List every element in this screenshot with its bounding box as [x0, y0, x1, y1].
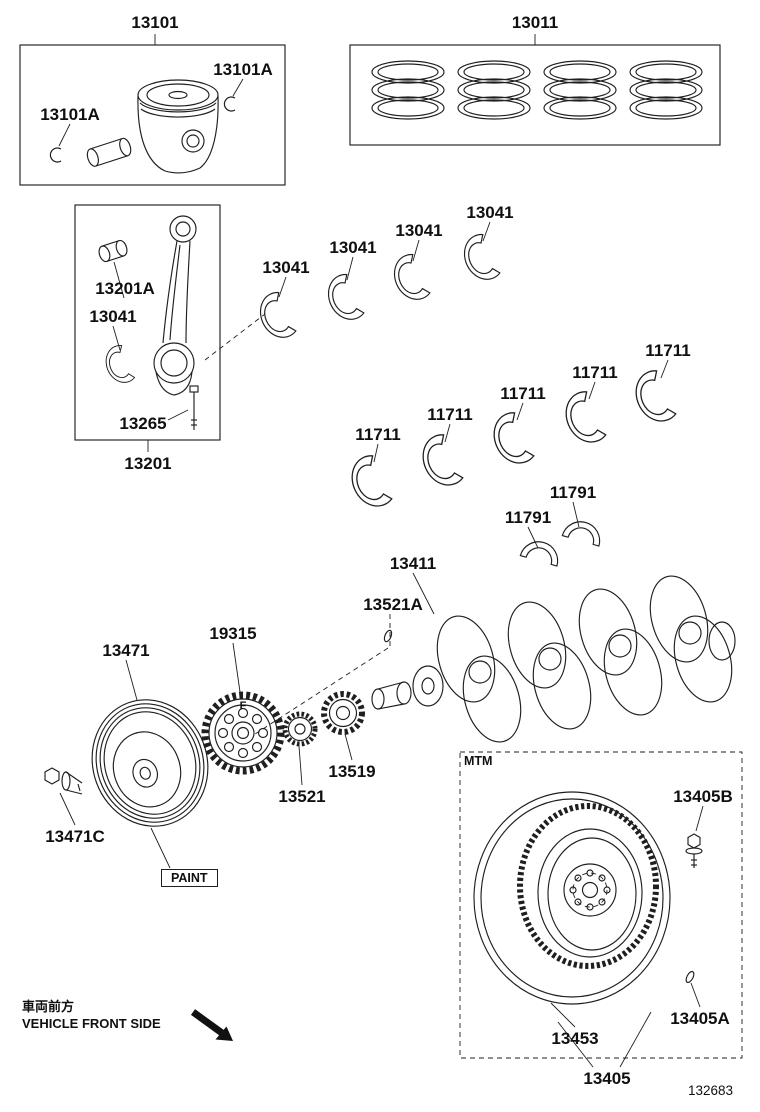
- part-label-13471c[interactable]: 13471C: [45, 827, 105, 846]
- part-label-11711-1[interactable]: 11711: [355, 425, 401, 444]
- part-label-11711-2[interactable]: 11711: [427, 405, 473, 424]
- pulley-bolt-drawing: [44, 767, 83, 795]
- part-label-13411[interactable]: 13411: [389, 554, 437, 573]
- part-label-13405b[interactable]: 13405B: [673, 787, 733, 806]
- part-label-13041-0[interactable]: 13041: [89, 307, 137, 326]
- part-label-13041-4[interactable]: 13041: [466, 203, 514, 222]
- ring-group: [371, 60, 445, 120]
- part-label-13011[interactable]: 13011: [511, 13, 559, 32]
- part-label-11791-1[interactable]: 11791: [504, 508, 552, 527]
- part-label-13201[interactable]: 13201: [124, 454, 172, 473]
- pulley-drawing: [91, 699, 209, 827]
- part-label-13265[interactable]: 13265: [119, 414, 167, 433]
- part-label-13101a-2[interactable]: 13101A: [40, 105, 100, 124]
- part-label-11711-5[interactable]: 11711: [645, 341, 691, 360]
- piston-assembly-drawing: [19, 44, 286, 186]
- vehicle-front-arrow: [190, 1009, 233, 1041]
- part-label-11791-2[interactable]: 11791: [549, 483, 597, 502]
- crankshaft-drawing: [371, 575, 736, 743]
- part-label-13471[interactable]: 13471: [102, 641, 150, 660]
- part-label-13405a[interactable]: 13405A: [670, 1009, 730, 1028]
- part-label-13041-1[interactable]: 13041: [262, 258, 310, 277]
- part-label-11711-3[interactable]: 11711: [500, 384, 546, 403]
- mtm-label: MTM: [464, 754, 493, 768]
- ring-group: [457, 60, 531, 120]
- part-label-13041-3[interactable]: 13041: [395, 221, 443, 240]
- flywheel-drawing: [459, 751, 743, 1059]
- piston-ring-set-drawing: [349, 44, 721, 146]
- rod-bearings-drawing: [252, 232, 502, 345]
- vehicle-front-jp: 車両前方: [22, 999, 75, 1014]
- part-label-13521[interactable]: 13521: [278, 787, 326, 806]
- part-label-19315[interactable]: 19315: [209, 624, 257, 643]
- part-label-11711-4[interactable]: 11711: [572, 363, 618, 382]
- connecting-rod-drawing: [74, 204, 221, 441]
- gear-13521-drawing: [282, 711, 318, 747]
- part-label-13101a-1[interactable]: 13101A: [213, 60, 273, 79]
- sprocket-f-mark: F: [240, 700, 247, 712]
- paint-callout: PAINT: [161, 869, 218, 887]
- leader-lines: [58, 34, 704, 1068]
- part-label-13519[interactable]: 13519: [328, 762, 376, 781]
- part-label-13101[interactable]: 13101: [131, 13, 179, 32]
- figure-code: 132683: [688, 1083, 734, 1098]
- vehicle-front-en: VEHICLE FRONT SIDE: [22, 1016, 161, 1031]
- part-label-13201a[interactable]: 13201A: [95, 279, 155, 298]
- crank-sprocket-drawing: F: [201, 691, 285, 775]
- part-label-13521a[interactable]: 13521A: [363, 595, 423, 614]
- ring-group: [543, 60, 617, 120]
- gear-13519-drawing: [321, 691, 365, 735]
- part-label-13453[interactable]: 13453: [551, 1029, 599, 1048]
- part-label-13405[interactable]: 13405: [583, 1069, 631, 1088]
- part-label-13041-2[interactable]: 13041: [329, 238, 377, 257]
- ring-group: [629, 60, 703, 120]
